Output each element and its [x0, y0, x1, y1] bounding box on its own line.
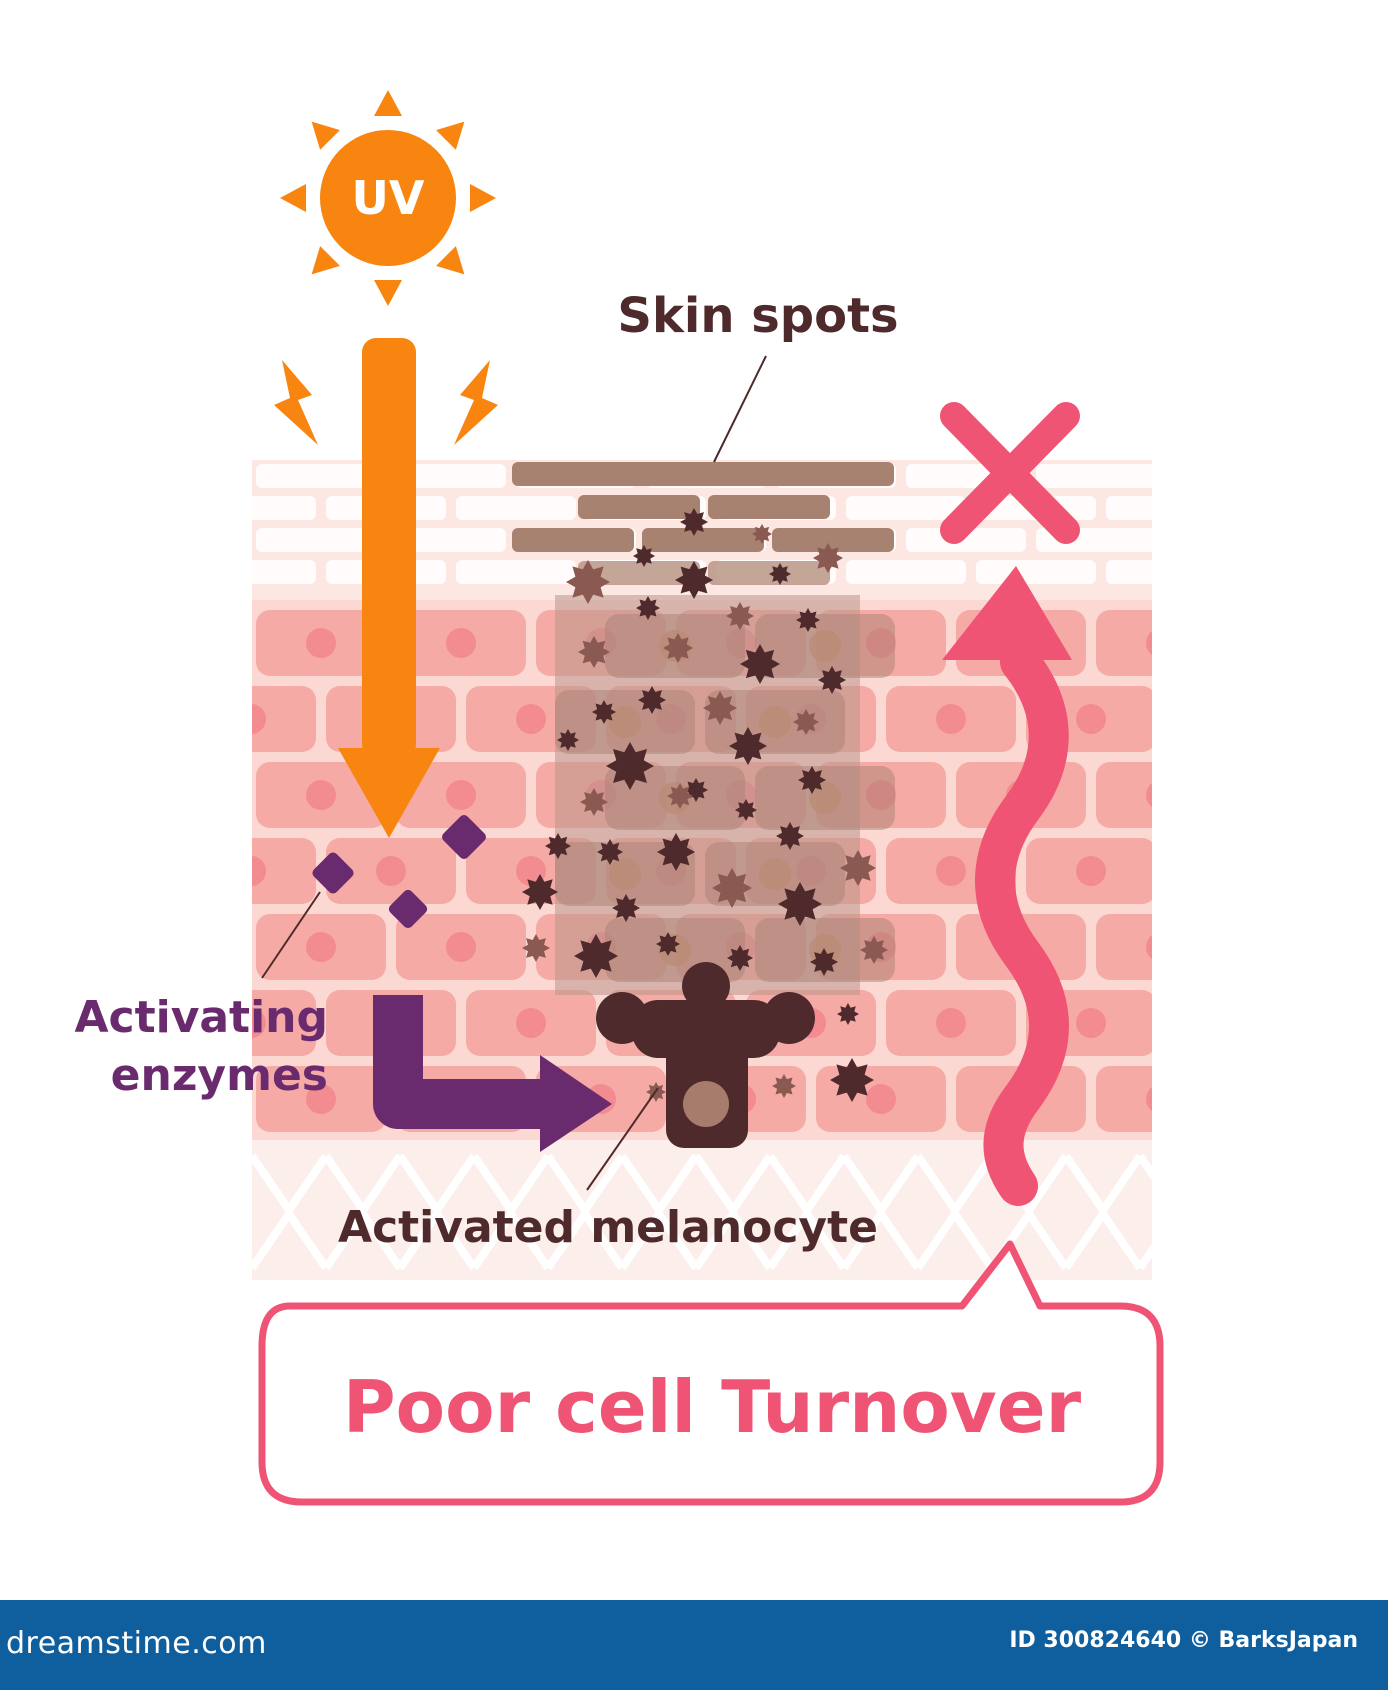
melanin-granule-icon [606, 742, 654, 790]
melanin-granule-icon [772, 1074, 796, 1098]
melanin-granule-icon [545, 833, 571, 859]
uv-label: UV [352, 171, 425, 225]
pigmented-column [555, 595, 895, 995]
activating-enzymes-label-line1: Activating [74, 992, 328, 1043]
leader-lines [261, 355, 767, 1191]
skin-spot-layers [512, 462, 894, 585]
melanin-granule-icon [638, 686, 666, 714]
melanin-granule-icon [810, 948, 838, 976]
melanin-granule-icon [793, 709, 819, 735]
melanin-granule-icon [612, 894, 640, 922]
melanin-granule-icon [778, 882, 822, 926]
cross-icon [940, 402, 1080, 544]
melanin-granule-icon [703, 691, 737, 725]
melanin-granule-icon [796, 608, 820, 632]
melanocyte-icon [596, 962, 815, 1148]
melanin-granule-icon [667, 783, 693, 809]
melanin-granules [522, 508, 888, 1102]
footer-logo: dreamstime.com [6, 1626, 267, 1661]
melanin-granule-icon [837, 1003, 859, 1025]
melanin-granule-icon [726, 602, 754, 630]
melanin-granule-icon [769, 563, 791, 585]
melanin-granule-icon [522, 874, 558, 910]
melanin-granule-icon [830, 1058, 874, 1102]
melanin-granule-icon [798, 766, 826, 794]
elbow-arrow-icon [373, 995, 612, 1152]
footer-bar: dreamstime.com ID 300824640 © BarksJapan [0, 1600, 1388, 1690]
melanin-granule-icon [578, 636, 610, 668]
sun-icon: UV [280, 90, 496, 306]
melanin-granule-icon [680, 508, 708, 536]
melanin-granule-icon [522, 934, 550, 962]
melanin-granule-icon [740, 644, 780, 684]
melanin-granule-icon [657, 833, 695, 871]
footer-credit: ID 300824640 © BarksJapan [1009, 1628, 1358, 1653]
wavy-up-arrow-icon [942, 566, 1072, 1206]
melanin-granule-icon [712, 868, 752, 908]
poor-cell-turnover-label: Poor cell Turnover [343, 1365, 1082, 1449]
lightning-icon [274, 360, 498, 445]
melanin-granule-icon [727, 945, 753, 971]
melanin-granule-icon [566, 560, 610, 604]
melanin-granule-icon [675, 561, 713, 599]
melanin-granule-icon [580, 788, 608, 816]
melanin-granule-icon [597, 839, 623, 865]
activating-enzymes-label-line2: enzymes [111, 1050, 328, 1101]
melanin-granule-icon [860, 936, 888, 964]
melanin-granule-icon [813, 543, 843, 573]
melanin-granule-icon [735, 799, 757, 821]
activated-melanocyte-label: Activated melanocyte [338, 1202, 878, 1253]
melanin-granule-icon [636, 596, 660, 620]
skin-spots-label: Skin spots [617, 288, 898, 344]
melanin-granule-icon [633, 545, 655, 567]
melanin-granule-icon [557, 729, 579, 751]
melanin-granule-icon [574, 934, 618, 978]
down-arrow-icon [338, 338, 440, 838]
melanin-granule-icon [776, 822, 804, 850]
melanin-granule-icon [818, 666, 846, 694]
speech-bubble-icon [258, 1240, 1164, 1506]
melanin-granule-icon [840, 850, 876, 886]
melanin-granule-icon [729, 727, 767, 765]
enzyme-diamond-icon [312, 815, 486, 929]
melanin-granule-icon [752, 524, 772, 544]
melanin-granule-icon [656, 932, 680, 956]
melanin-granule-icon [663, 633, 693, 663]
melanin-granule-icon [592, 700, 616, 724]
